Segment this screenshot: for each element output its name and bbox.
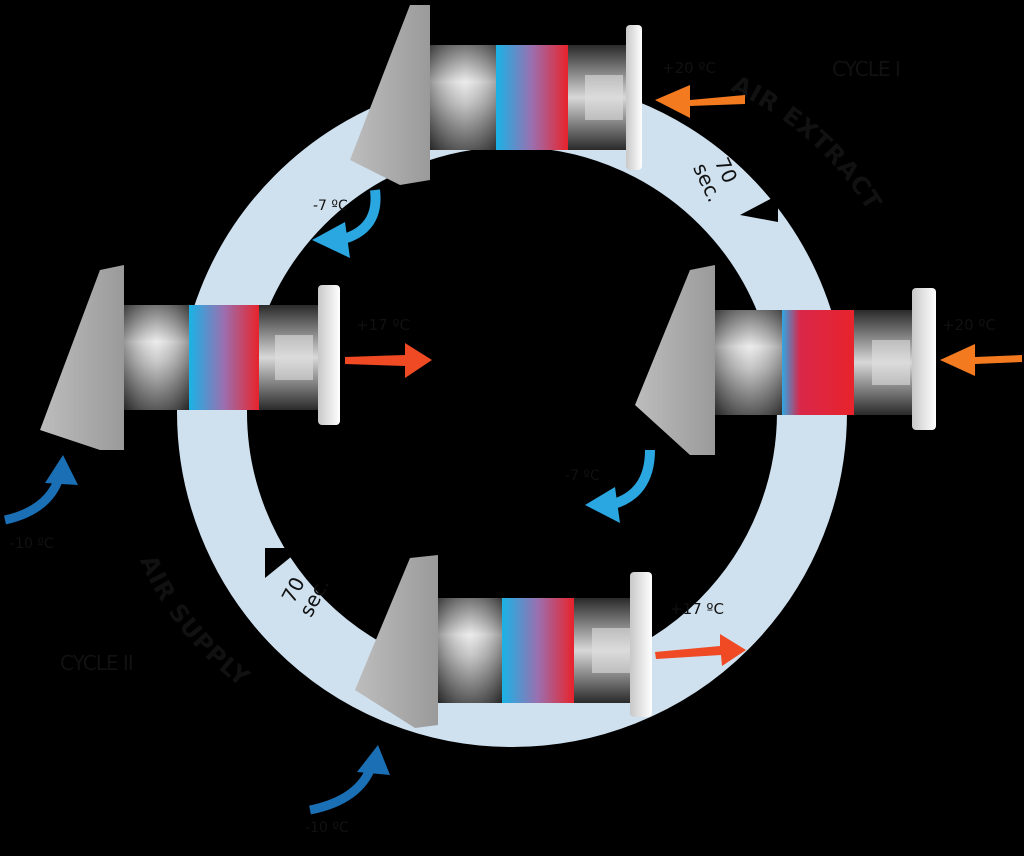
temp-left-outdoor: -10 ºC: [10, 536, 54, 552]
warm-inlet-arrow-right: [940, 344, 1022, 376]
temp-bottom-supply: +17 ºC: [670, 600, 724, 618]
cycle-2-label: CYCLE II: [60, 651, 133, 675]
outdoor-inlet-arrow-bottom: [309, 745, 390, 815]
unit-left: [40, 265, 340, 450]
unit-right: [635, 265, 936, 455]
heat-exchanger: [496, 45, 568, 150]
inner-grille: [626, 25, 642, 170]
inner-grille: [630, 572, 652, 717]
heat-exchanger: [782, 310, 854, 415]
outdoor-hood: [40, 265, 124, 450]
inner-grille: [912, 288, 936, 430]
heat-exchanger: [502, 598, 574, 703]
unit-bottom: [355, 555, 652, 728]
outdoor-hood: [355, 555, 438, 728]
timer-extract-marker: [740, 195, 778, 222]
temp-bottom-outdoor: -10 ºC: [305, 820, 349, 836]
cycle-1-label: CYCLE I: [832, 57, 900, 81]
cold-exhaust-arrow-top: [312, 189, 381, 258]
temp-right-inlet: +20 ºC: [942, 316, 996, 334]
temp-right-outlet: -7 ºC: [565, 468, 600, 484]
outdoor-inlet-arrow-left: [3, 455, 78, 525]
heat-exchanger: [189, 305, 259, 410]
outdoor-hood: [350, 5, 430, 185]
warm-inlet-arrow-top: [655, 85, 745, 118]
supply-arrow-left: [345, 343, 432, 378]
temp-left-supply: +17 ºC: [356, 316, 410, 334]
inner-grille: [318, 285, 340, 425]
cold-exhaust-arrow-right: [585, 449, 655, 523]
timer-supply-marker: [265, 548, 302, 578]
temp-top-inlet: +20 ºC: [662, 59, 716, 77]
outdoor-hood: [635, 265, 715, 455]
unit-top: [350, 5, 642, 185]
temp-top-outlet: -7 ºC: [313, 198, 348, 214]
supply-arrow-bottom: [655, 634, 746, 666]
